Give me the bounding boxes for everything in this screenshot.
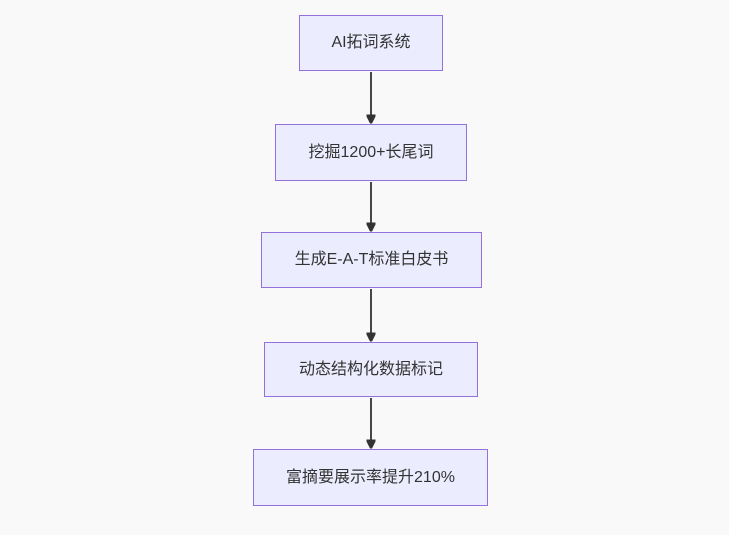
flow-node-label: 动态结构化数据标记 (298, 360, 443, 378)
flow-node-ai-keyword-system: AI拓词系统 (299, 15, 443, 71)
flow-node-eat-whitepaper: 生成E-A-T标准白皮书 (261, 232, 482, 288)
flow-node-label: 生成E-A-T标准白皮书 (294, 251, 449, 269)
flow-node-label: 富摘要展示率提升210% (286, 468, 455, 486)
flow-node-label: 挖掘1200+长尾词 (308, 143, 434, 161)
flow-node-structured-data-markup: 动态结构化数据标记 (264, 342, 478, 397)
flow-node-rich-snippet-result: 富摘要展示率提升210% (253, 449, 488, 506)
flow-node-longtail-mining: 挖掘1200+长尾词 (275, 124, 467, 181)
flow-node-label: AI拓词系统 (331, 34, 411, 52)
